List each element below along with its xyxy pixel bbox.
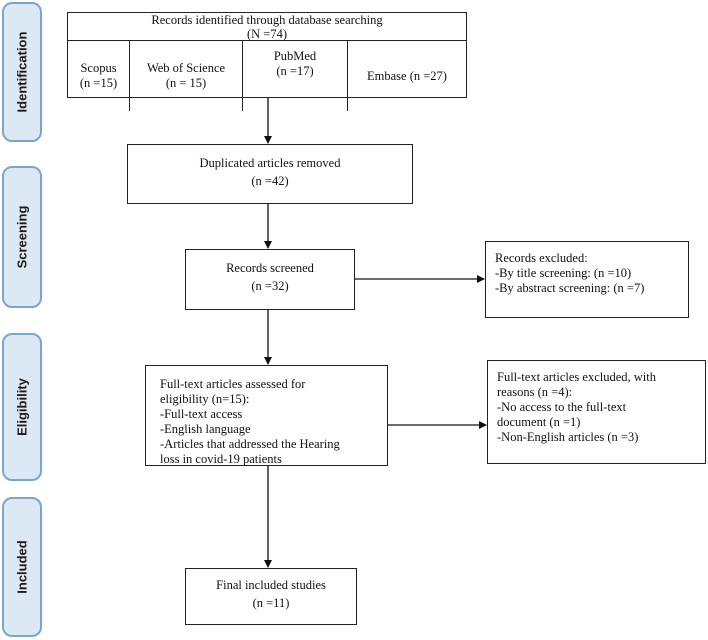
- records-excluded-box: Records excluded: -By title screening: (…: [485, 241, 689, 318]
- stage-tab-eligibility: Eligibility: [2, 333, 42, 481]
- records-screened-box: Records screened (n =32): [185, 249, 355, 310]
- fulltext-excluded-line: reasons (n =4):: [497, 385, 573, 399]
- excluded-records-line: -By title screening: (n =10): [495, 266, 632, 280]
- duplicates-title: Duplicated articles removed: [199, 156, 341, 170]
- excluded-records-line: Records excluded:: [495, 251, 588, 265]
- stage-label-included: Included: [14, 540, 30, 594]
- database-name: PubMed: [273, 49, 317, 63]
- duplicates-count: (n =42): [251, 174, 289, 188]
- stage-label-eligibility: Eligibility: [14, 378, 30, 436]
- stage-tab-identification: Identification: [2, 2, 42, 142]
- fulltext-excluded-line: -Non-English articles (n =3): [497, 430, 639, 444]
- stage-tab-screening: Screening: [2, 166, 42, 308]
- fulltext-assessed-line: loss in covid-19 patients: [160, 452, 282, 466]
- database-web-of-science: Web of Science (n = 15): [130, 41, 243, 111]
- database-scopus: Scopus (n =15): [68, 41, 130, 111]
- excluded-records-line: -By abstract screening: (n =7): [495, 281, 645, 295]
- fulltext-assessed-line: -English language: [160, 422, 251, 436]
- database-pubmed: PubMed (n =17): [243, 41, 348, 111]
- database-embase: Embase (n =27): [348, 41, 466, 111]
- database-count: (n =15): [79, 76, 118, 90]
- final-included-box: Final included studies (n =11): [185, 568, 357, 625]
- stage-label-identification: Identification: [14, 31, 30, 113]
- fulltext-assessed-line: eligibility (n=15):: [160, 392, 250, 406]
- fulltext-excluded-line: document (n =1): [497, 415, 581, 429]
- included-count: (n =11): [252, 596, 290, 610]
- fulltext-assessed-line: -Full-text access: [160, 407, 243, 421]
- stage-label-screening: Screening: [14, 205, 30, 269]
- database-name: Scopus: [80, 61, 117, 75]
- database-name: Embase: [367, 68, 407, 83]
- records-identified-title: Records identified through database sear…: [151, 13, 383, 27]
- duplicates-removed-box: Duplicated articles removed (n =42): [127, 144, 413, 204]
- fulltext-assessed-line: Full-text articles assessed for: [160, 377, 306, 391]
- fulltext-excluded-box: Full-text articles excluded, with reason…: [487, 360, 706, 464]
- screened-count: (n =32): [251, 279, 289, 293]
- stage-tab-included: Included: [2, 497, 42, 637]
- fulltext-excluded-line: -No access to the full-text: [497, 400, 627, 414]
- included-title: Final included studies: [216, 578, 326, 592]
- records-identified-box: Records identified through database sear…: [67, 12, 467, 111]
- screened-title: Records screened: [226, 261, 314, 275]
- database-embase-text: Embase (n =27): [367, 69, 447, 84]
- fulltext-assessed-line: -Articles that addressed the Hearing: [160, 437, 340, 451]
- records-identified-count: (N =74): [246, 27, 288, 41]
- fulltext-excluded-line: Full-text articles excluded, with: [497, 370, 656, 384]
- database-count: (n =27): [409, 68, 447, 83]
- database-count: (n =17): [276, 64, 314, 78]
- fulltext-assessed-box: Full-text articles assessed for eligibil…: [145, 365, 388, 466]
- database-name: Web of Science: [146, 61, 226, 75]
- database-count: (n = 15): [165, 76, 207, 90]
